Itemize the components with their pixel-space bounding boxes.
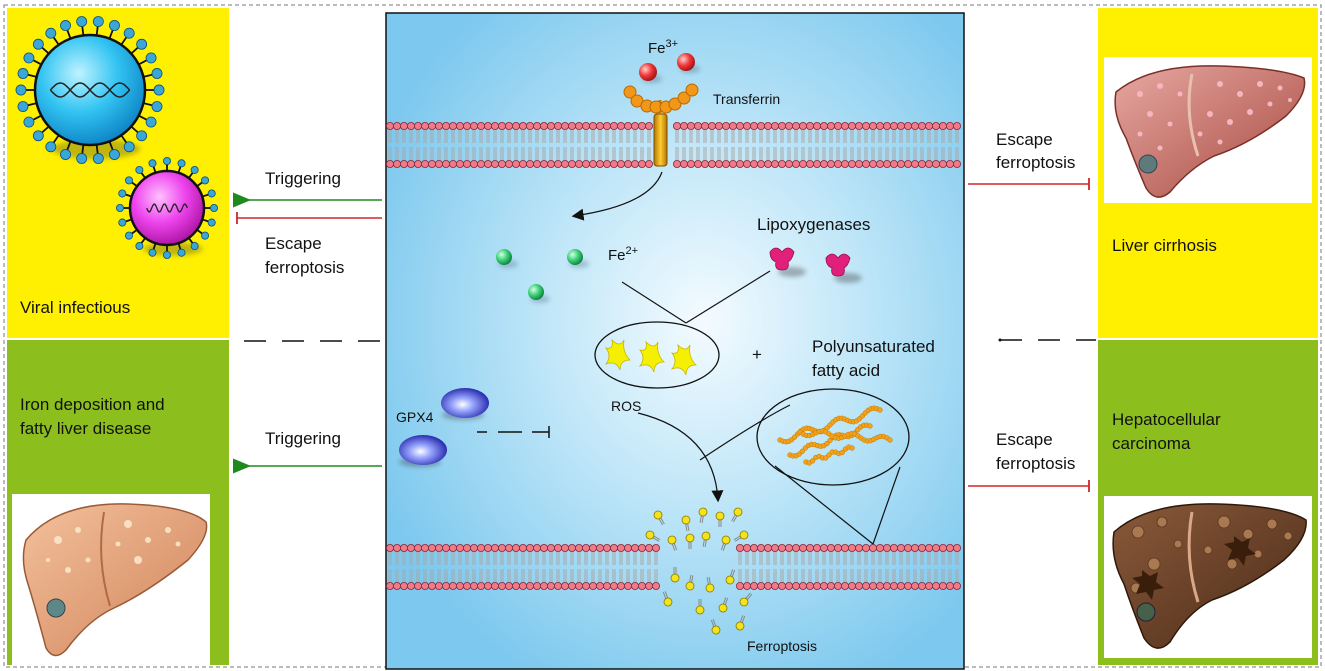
convergence-line (621, 281, 687, 324)
escape-label-left-line2: ferroptosis (265, 258, 345, 277)
fe2-ion-icon (496, 249, 512, 265)
fe3-superscript: 3+ (665, 38, 679, 50)
hcc-label-line2: carcinoma (1112, 434, 1191, 453)
triggering-label-bottom: Triggering (265, 429, 341, 448)
ferroptosis-lipids-icon (645, 507, 753, 635)
hcc-label-line1: Hepatocellular (1112, 410, 1221, 429)
fe2-base: Fe (608, 247, 626, 264)
liver-icon (1114, 65, 1306, 198)
escape-label-right-top-line1: Escape (996, 130, 1053, 149)
virus-icon (15, 16, 165, 164)
pufa-line (774, 465, 874, 545)
gpx4-icon (441, 388, 489, 418)
escape-label-right-top-line2: ferroptosis (996, 153, 1076, 172)
escape-label-left-line1: Escape (265, 234, 322, 253)
fe2-ion-icon (567, 249, 583, 265)
pufa-label-line1: Polyunsaturated (812, 337, 935, 356)
pufa-connector (699, 404, 791, 461)
ros-ellipse (594, 321, 720, 389)
liver-icon (22, 503, 208, 657)
iron-deposition-label-line1: Iron deposition and (20, 395, 165, 414)
bottom-membrane (385, 544, 962, 591)
gpx4-label: GPX4 (396, 409, 434, 425)
pufa-chain-icon (777, 405, 893, 466)
ros-to-ferroptosis-arrow (637, 412, 724, 503)
triggering-label-top: Triggering (265, 169, 341, 188)
viral-infectious-label: Viral infectious (20, 298, 131, 317)
fe3-label: Fe3+ (648, 32, 678, 61)
fe2-label: Fe2+ (608, 239, 638, 268)
ros-icon (604, 338, 697, 376)
fe3-ion-icon (639, 63, 657, 81)
gpx4-icon (399, 435, 447, 465)
import-arrow (571, 171, 663, 221)
lipoxygenase-icon (769, 247, 806, 277)
lipoxygenase-icon (825, 253, 862, 283)
ros-label: ROS (611, 398, 642, 414)
escape-label-right-bottom-line1: Escape (996, 430, 1053, 449)
fe2-superscript: 2+ (625, 245, 639, 257)
fe2-ion-icon (528, 284, 544, 300)
virus-icon (116, 156, 218, 259)
iron-deposition-label-line2: fatty liver disease (20, 419, 152, 438)
convergence-line (685, 270, 771, 324)
pufa-ellipse (756, 388, 910, 486)
ferroptosis-label: Ferroptosis (747, 638, 818, 654)
fe3-base: Fe (648, 40, 666, 57)
outer-frame (3, 4, 1322, 668)
transferrin-receptor (623, 83, 699, 167)
pufa-label-line2: fatty acid (812, 361, 881, 380)
fe3-ion-icon (677, 53, 695, 71)
liver-cirrhosis-label: Liver cirrhosis (1112, 236, 1217, 255)
lipoxygenases-label: Lipoxygenases (757, 215, 871, 234)
plus-sign: + (752, 345, 762, 364)
liver-icon (1112, 503, 1307, 649)
pufa-line (872, 466, 901, 545)
escape-label-right-bottom-line2: ferroptosis (996, 454, 1076, 473)
transferrin-label: Transferrin (713, 91, 781, 107)
top-membrane (385, 122, 962, 168)
